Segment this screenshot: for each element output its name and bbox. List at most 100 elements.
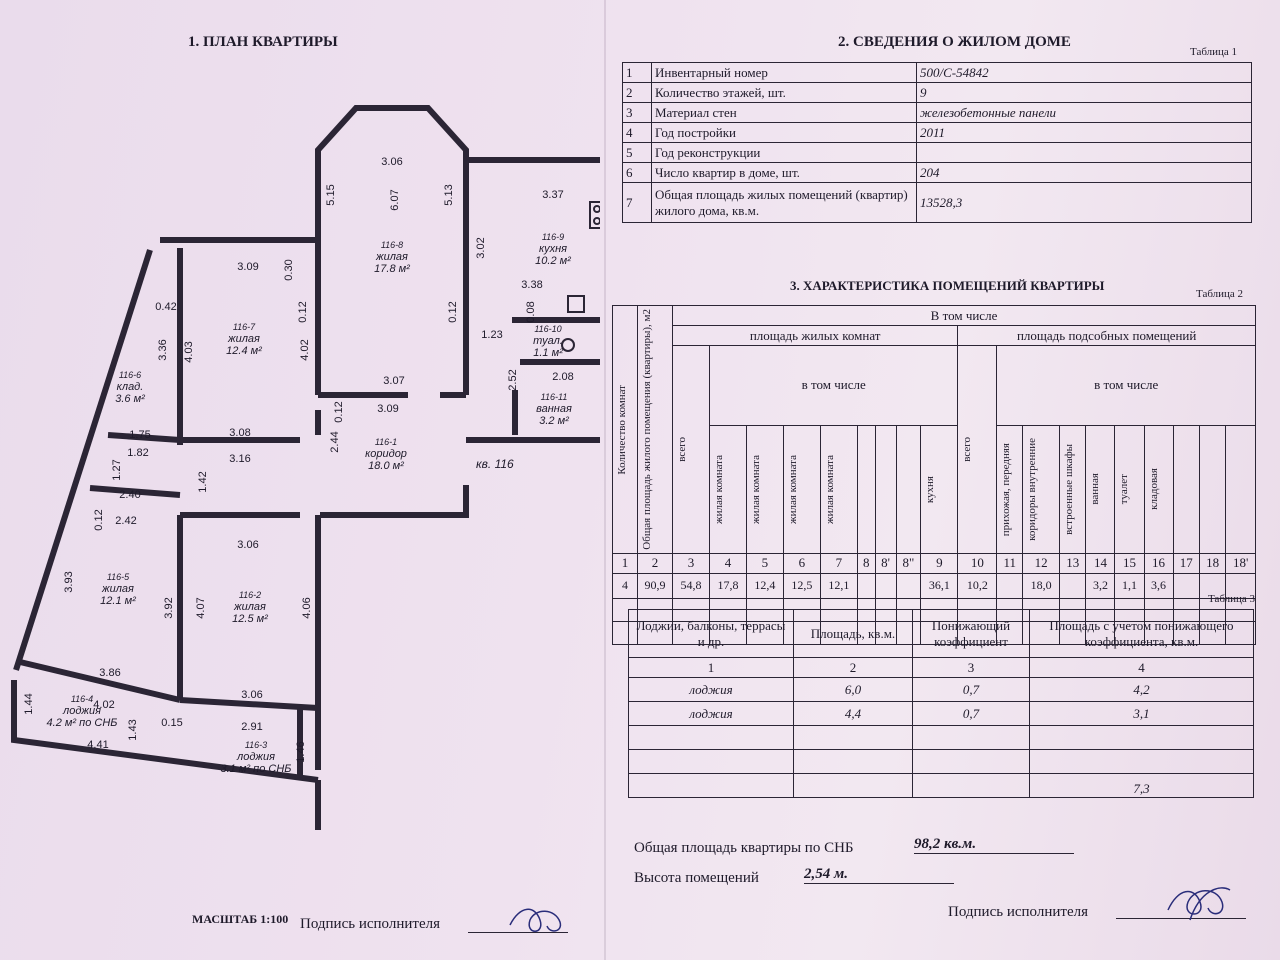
t2-living-area: площадь жилых комнат: [671, 325, 959, 346]
t2-living-col: жилая комната: [713, 454, 725, 524]
t2-col-number: 17: [1172, 552, 1200, 574]
table1-label: Инвентарный номер: [651, 62, 917, 83]
apartment-number: кв. 116: [476, 457, 514, 471]
table1-num: 7: [622, 182, 652, 223]
t3-cell: лоджия: [628, 677, 794, 702]
dimension-label: 2.52: [507, 369, 519, 390]
t3-h2: Площадь, кв.м.: [793, 609, 913, 658]
dimension-label: 0.15: [161, 717, 182, 729]
t2-col-number: 18': [1225, 552, 1256, 574]
dimension-label: 3.09: [377, 403, 398, 415]
t2-cell: 54,8: [672, 572, 710, 599]
t3-h3: Понижающий коэффициент: [912, 609, 1030, 658]
t2-kitchen: кухня: [924, 475, 937, 503]
t3-col-number: 1: [628, 657, 794, 678]
t2-cell: [1172, 572, 1200, 599]
t3-cell: лоджия: [628, 701, 794, 726]
t2-living-col: жилая комната: [749, 454, 762, 524]
t2-cell: 90,9: [637, 572, 673, 599]
dimension-label: 1.43: [127, 719, 139, 740]
dimension-label: 3.06: [237, 539, 258, 551]
table3-label: Таблица 3: [1208, 593, 1256, 605]
dimension-label: 3.07: [383, 375, 404, 387]
table1-num: 1: [622, 62, 652, 83]
dimension-label: 3.02: [475, 237, 487, 258]
t2-col-number: 10: [957, 552, 998, 574]
t3-col-number: 4: [1029, 657, 1254, 678]
total-area-label: Общая площадь квартиры по СНБ: [634, 840, 854, 856]
t2-aux-area: площадь подсобных помещений: [957, 325, 1256, 346]
t2-col-number: 18: [1198, 552, 1227, 574]
dimension-label: 3.08: [229, 427, 250, 439]
dimension-label: 2.40: [119, 489, 140, 501]
t2-living-col: жилая комната: [823, 454, 836, 524]
table1-num: 2: [622, 82, 652, 103]
dimension-label: 1.82: [127, 447, 148, 459]
dimension-label: 2.08: [552, 371, 573, 383]
table1-label: Таблица 1: [1190, 46, 1238, 58]
t2-col-number: 1: [612, 552, 638, 574]
t2-col-number: 6: [782, 552, 821, 574]
t3-cell: 0,7: [912, 701, 1030, 726]
dimension-label: 0.12: [93, 509, 105, 530]
t2-col-number: 5: [745, 552, 784, 574]
dimension-label: 0.12: [447, 301, 459, 322]
t3-total: 7,3: [1029, 773, 1254, 798]
dimension-label: 1.27: [111, 459, 123, 480]
t2-cell: [856, 572, 876, 599]
t2-in-number2: в том числе: [996, 345, 1256, 426]
dimension-label: 3.93: [63, 571, 75, 592]
t2-bath: ванная: [1089, 473, 1102, 506]
dimension-label: 4.02: [93, 699, 114, 711]
t2-col-number: 14: [1085, 552, 1116, 574]
t2-cell: 18,0: [1022, 572, 1061, 599]
t2-cell: 4: [612, 572, 638, 599]
table1-num: 5: [622, 142, 652, 163]
t2-col-all1: всего: [676, 436, 688, 462]
t2-toilet: туалет: [1118, 474, 1131, 505]
t2-cell: 10,2: [957, 572, 998, 599]
t2-col-number: 15: [1114, 552, 1145, 574]
dimension-label: 5.13: [443, 184, 455, 205]
t2-col-number: 12: [1022, 552, 1061, 574]
table1-num: 6: [622, 162, 652, 183]
t2-cell: 36,1: [920, 572, 959, 599]
t2-col-number: 13: [1059, 552, 1087, 574]
t2-col-number: 2: [637, 552, 673, 574]
table2: Количество комнат Общая площадь жилого п…: [612, 305, 1256, 645]
dimension-label: 0.08: [525, 301, 537, 322]
t2-cell: [1059, 572, 1087, 599]
t2-cell: [996, 572, 1024, 599]
signature-left: [509, 908, 562, 932]
dimension-label: 4.02: [299, 339, 311, 360]
table1-num: 3: [622, 102, 652, 123]
signature-label-left: Подпись исполнителя: [300, 916, 440, 932]
dimension-label: 4.03: [183, 341, 195, 362]
table3: Лоджии, балконы, террасы и др. Площадь, …: [628, 609, 1254, 798]
table1-value: 9: [916, 82, 1252, 103]
table1-label: Число квартир в доме, шт.: [651, 162, 917, 183]
t2-cell: 17,8: [709, 572, 747, 599]
dimension-label: 3.06: [381, 156, 402, 168]
dimension-label: 4.41: [87, 739, 108, 751]
plan-title: 1. ПЛАН КВАРТИРЫ: [188, 34, 338, 50]
dimension-label: 1.23: [481, 329, 502, 341]
table1-label: Количество этажей, шт.: [651, 82, 917, 103]
dimension-label: 3.92: [163, 597, 175, 618]
table1-value: 13528,3: [916, 182, 1252, 223]
table1-value: железобетонные панели: [916, 102, 1252, 123]
dimension-label: 3.09: [237, 261, 258, 273]
signature-line-left: [468, 932, 568, 933]
t2-cell: 3,6: [1143, 572, 1174, 599]
t2-col-number: 9: [920, 552, 959, 574]
dimension-label: 0.12: [297, 301, 309, 322]
